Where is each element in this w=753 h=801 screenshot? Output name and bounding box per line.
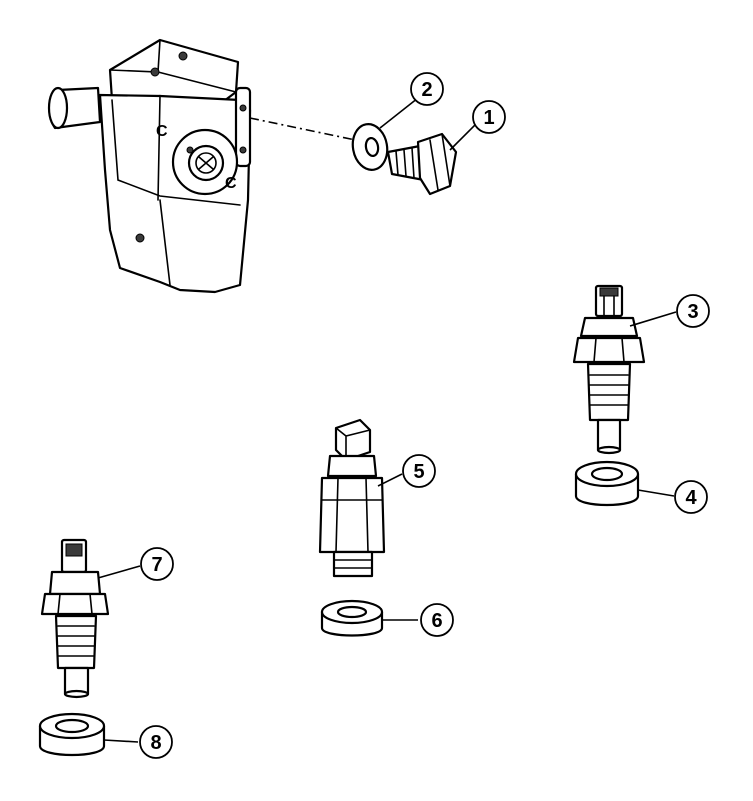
callout-5: 5 bbox=[402, 454, 436, 488]
callout-2: 2 bbox=[410, 72, 444, 106]
callout-8: 8 bbox=[139, 725, 173, 759]
housing-mark-c: C bbox=[156, 123, 168, 140]
leader-line-2 bbox=[379, 97, 419, 129]
washer bbox=[351, 123, 389, 171]
valve-housing: C C bbox=[47, 38, 252, 294]
washer-4 bbox=[574, 460, 640, 507]
callout-label: 4 bbox=[685, 487, 697, 509]
sender-7 bbox=[40, 538, 110, 699]
leader-line-4 bbox=[637, 489, 675, 497]
callout-7: 7 bbox=[140, 547, 174, 581]
leader-line-8 bbox=[103, 739, 139, 743]
callout-3: 3 bbox=[676, 294, 710, 328]
callout-1: 1 bbox=[472, 100, 506, 134]
bolt bbox=[386, 132, 458, 196]
callout-label: 8 bbox=[150, 732, 161, 754]
callout-label: 3 bbox=[687, 301, 698, 323]
callout-label: 6 bbox=[431, 610, 442, 632]
washer-8 bbox=[38, 712, 106, 757]
housing-mark-c: C bbox=[225, 175, 237, 192]
leader-line-3 bbox=[629, 311, 677, 327]
leader-line-7 bbox=[97, 565, 141, 579]
sender-5 bbox=[318, 418, 386, 578]
callout-label: 5 bbox=[413, 461, 424, 483]
callout-label: 1 bbox=[483, 107, 494, 129]
callout-6: 6 bbox=[420, 603, 454, 637]
washer-6 bbox=[320, 599, 384, 637]
leader-line-1 bbox=[449, 123, 477, 151]
assembly-centerline bbox=[249, 117, 366, 143]
callout-4: 4 bbox=[674, 480, 708, 514]
callout-label: 7 bbox=[151, 554, 162, 576]
sender-3 bbox=[572, 284, 646, 455]
callout-label: 2 bbox=[421, 79, 432, 101]
leader-line-5 bbox=[377, 473, 403, 487]
